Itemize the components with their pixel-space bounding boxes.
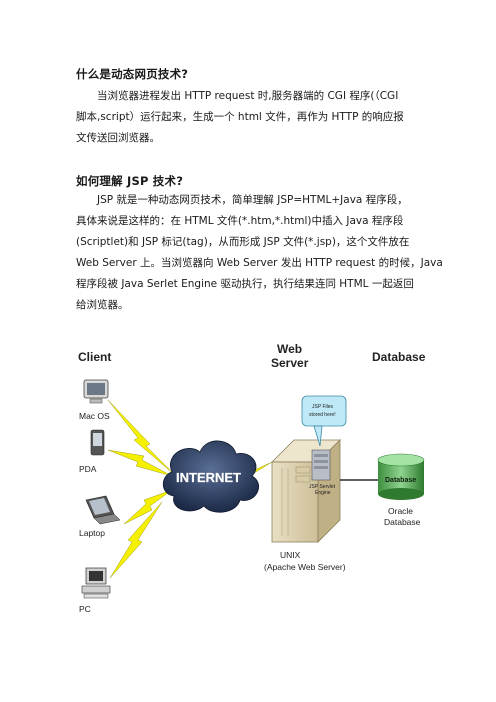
database-cylinder-label: Database [385, 477, 416, 484]
para2-line-6: 给浏览器。 [76, 299, 129, 311]
para1-line-2: 脚本,script）运行起来，生成一个 html 文件，再作为 HTTP 的响应… [76, 111, 404, 123]
lightning-pc-icon [109, 501, 163, 579]
internet-cloud-icon: INTERNET [162, 440, 259, 513]
laptop-icon [85, 495, 121, 525]
heading-jsp: 如何理解 JSP 技术? [76, 174, 184, 188]
column-header-client: Client [78, 350, 111, 364]
column-header-web: Web [277, 342, 302, 356]
para2-line-4: Web Server 上。当浏览器向 Web Server 发出 HTTP re… [76, 257, 443, 269]
para2-line-2: 具体来说是这样的：在 HTML 文件(*.htm,*.html)中插入 Java… [76, 215, 404, 227]
server-os-label: UNIX [280, 550, 301, 560]
jsp-architecture-diagram: Client Web Server Database Mac OS PDA [78, 342, 426, 614]
database-cylinder-icon: Database [377, 453, 425, 500]
client-label-pc: PC [79, 604, 91, 614]
paragraph-jsp: JSP 就是一种动态网页技术，简单理解 JSP=HTML+Java 程序段， 具… [76, 190, 443, 316]
column-header-database: Database [372, 350, 426, 364]
pda-icon [90, 429, 105, 456]
para2-line-5: 程序段被 Java Serlet Engine 驱动执行，执行结果连同 HTML… [76, 278, 414, 290]
web-server-icon: JSP Servlet Engine [271, 439, 341, 543]
engine-label-2: Engine [315, 490, 331, 496]
heading-dynamic-web: 什么是动态网页技术? [76, 67, 189, 81]
pc-computer-icon [81, 567, 111, 599]
callout-text-1: JSP Files [312, 404, 334, 410]
internet-label: INTERNET [176, 470, 241, 485]
callout-text-2: stored here! [309, 412, 336, 418]
lightning-links [107, 399, 273, 579]
column-header-server: Server [271, 356, 309, 370]
para2-line-1: JSP 就是一种动态网页技术，简单理解 JSP=HTML+Java 程序段， [97, 194, 408, 206]
oracle-label-1: Oracle [388, 506, 413, 516]
para1-line-1: 当浏览器进程发出 HTTP request 时,服务器端的 CGI 程序(（CG… [97, 90, 399, 102]
server-software-label: (Apache Web Server) [264, 562, 346, 572]
para2-line-3: (Scriptlet)和 JSP 标记(tag)，从而形成 JSP 文件(*.j… [76, 236, 410, 248]
oracle-label-2: Database [384, 517, 421, 527]
jsp-files-callout: JSP Files stored here! [301, 395, 347, 447]
client-label-pda: PDA [79, 464, 97, 474]
para1-line-3: 文传送回浏览器。 [76, 132, 160, 144]
client-label-laptop: Laptop [79, 528, 105, 538]
engine-label-1: JSP Servlet [309, 484, 336, 490]
mac-computer-icon [83, 379, 109, 404]
paragraph-dynamic-web: 当浏览器进程发出 HTTP request 时,服务器端的 CGI 程序(（CG… [76, 86, 422, 149]
client-label-mac: Mac OS [79, 411, 110, 421]
